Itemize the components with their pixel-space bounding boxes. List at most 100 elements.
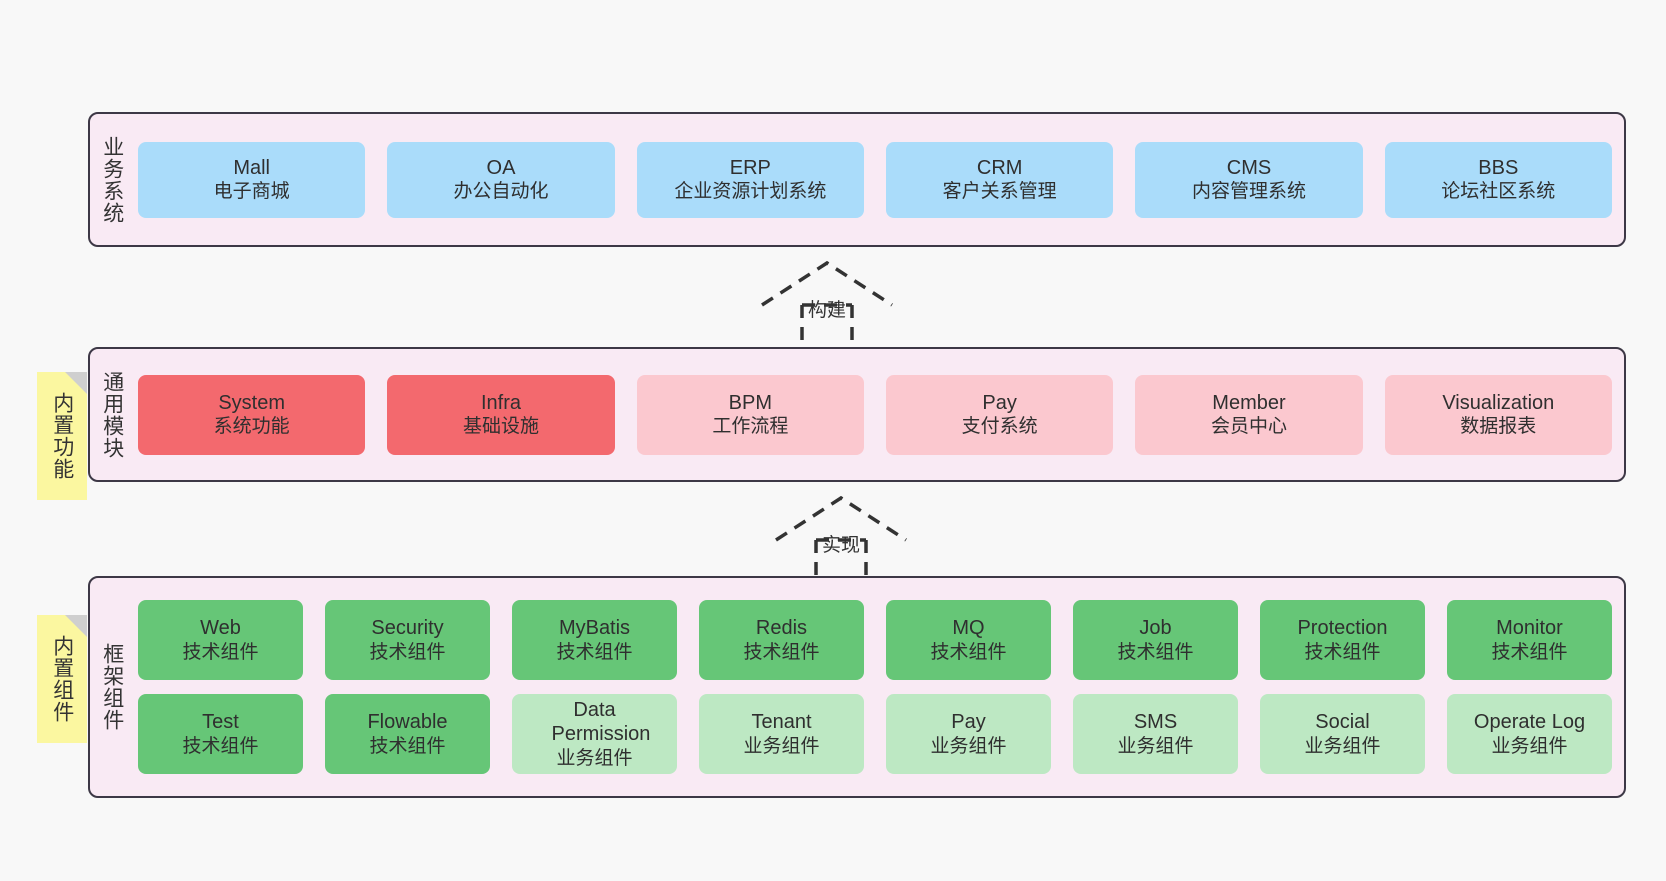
card-row: System 系统功能 Infra 基础设施 BPM 工作流程 Pay 支付系统… — [138, 374, 1612, 455]
card-pay-business[interactable]: Pay 业务组件 — [886, 694, 1051, 774]
card-job[interactable]: Job 技术组件 — [1073, 600, 1238, 680]
card-title: Job — [1139, 617, 1172, 640]
card-subtitle: 论坛社区系统 — [1441, 181, 1556, 203]
connector-implement-label: 实现 — [822, 535, 861, 556]
card-subtitle: 技术组件 — [1117, 641, 1194, 663]
card-title: Monitor — [1496, 617, 1563, 640]
card-subtitle: 技术组件 — [1491, 641, 1568, 663]
card-title: Data Permission — [551, 699, 651, 746]
connector-build-label: 构建 — [808, 300, 847, 321]
card-subtitle: 业务组件 — [1304, 735, 1381, 757]
card-subtitle: 技术组件 — [369, 735, 446, 757]
note-label: 内置功能 — [50, 392, 74, 480]
card-title: Web — [200, 617, 241, 640]
layer-body-framework-components: Web 技术组件 Security 技术组件 MyBatis 技术组件 Redi… — [134, 578, 1624, 796]
card-test[interactable]: Test 技术组件 — [138, 694, 303, 774]
card-subtitle: 业务组件 — [1117, 735, 1194, 757]
card-title: CRM — [976, 156, 1023, 179]
card-crm[interactable]: CRM 客户关系管理 — [885, 141, 1114, 218]
card-title: Security — [371, 617, 444, 640]
card-oa[interactable]: OA 办公自动化 — [387, 141, 615, 218]
card-title: MQ — [952, 617, 985, 640]
note-builtin-components: 内置组件 — [37, 615, 87, 743]
note-label: 内置组件 — [50, 635, 74, 723]
card-subtitle: 客户关系管理 — [942, 181, 1057, 203]
card-subtitle: 内容管理系统 — [1191, 181, 1306, 203]
note-fold-corner-icon — [65, 615, 87, 637]
card-bbs[interactable]: BBS 论坛社区系统 — [1384, 141, 1612, 218]
layer-business-systems: 业务系统 Mall 电子商城 OA 办公自动化 ERP 企业资源计划系统 CRM… — [88, 112, 1626, 247]
card-title: BPM — [728, 391, 772, 414]
card-title: Social — [1315, 711, 1370, 734]
card-title: Infra — [480, 391, 521, 414]
card-subtitle: 会员中心 — [1210, 416, 1287, 438]
card-subtitle: 系统功能 — [213, 416, 290, 438]
card-subtitle: 技术组件 — [182, 735, 259, 757]
card-member[interactable]: Member 会员中心 — [1135, 374, 1363, 455]
card-social[interactable]: Social 业务组件 — [1260, 694, 1425, 774]
card-row: Test 技术组件 Flowable 技术组件 Data Permission … — [138, 694, 1612, 774]
layer-body-business-systems: Mall 电子商城 OA 办公自动化 ERP 企业资源计划系统 CRM 客户关系… — [134, 114, 1624, 245]
note-fold-corner-icon — [65, 372, 87, 394]
card-title: Operate Log — [1473, 711, 1586, 734]
card-mybatis[interactable]: MyBatis 技术组件 — [512, 600, 677, 680]
card-title: Test — [202, 711, 239, 734]
card-title: System — [218, 391, 285, 414]
connector-build: 构建 — [752, 255, 902, 350]
card-monitor[interactable]: Monitor 技术组件 — [1447, 600, 1612, 680]
card-operate-log[interactable]: Operate Log 业务组件 — [1447, 694, 1612, 774]
card-pay[interactable]: Pay 支付系统 — [885, 374, 1114, 455]
card-infra[interactable]: Infra 基础设施 — [387, 374, 615, 455]
card-title: Visualization — [1442, 391, 1555, 414]
card-title: SMS — [1133, 711, 1178, 734]
card-subtitle: 技术组件 — [930, 641, 1007, 663]
connector-implement-svg — [775, 495, 907, 585]
card-subtitle: 业务组件 — [743, 735, 820, 757]
card-data-permission[interactable]: Data Permission 业务组件 — [512, 694, 677, 774]
card-title: OA — [486, 156, 516, 179]
connector-implement: 实现 — [766, 490, 916, 585]
card-web[interactable]: Web 技术组件 — [138, 600, 303, 680]
card-subtitle: 技术组件 — [556, 641, 633, 663]
card-row: Web 技术组件 Security 技术组件 MyBatis 技术组件 Redi… — [138, 600, 1612, 680]
card-erp[interactable]: ERP 企业资源计划系统 — [636, 141, 864, 218]
card-subtitle: 办公自动化 — [453, 181, 549, 203]
card-title: Member — [1212, 391, 1286, 414]
card-title: Pay — [982, 391, 1017, 414]
card-subtitle: 业务组件 — [1491, 735, 1568, 757]
layer-common-modules: 通用模块 System 系统功能 Infra 基础设施 BPM 工作流程 Pay… — [88, 347, 1626, 482]
card-title: ERP — [729, 156, 771, 179]
card-title: Mall — [233, 156, 270, 179]
card-protection[interactable]: Protection 技术组件 — [1260, 600, 1425, 680]
card-title: BBS — [1478, 156, 1519, 179]
card-subtitle: 业务组件 — [930, 735, 1007, 757]
card-flowable[interactable]: Flowable 技术组件 — [325, 694, 490, 774]
card-subtitle: 支付系统 — [961, 416, 1038, 438]
card-security[interactable]: Security 技术组件 — [325, 600, 490, 680]
card-sms[interactable]: SMS 业务组件 — [1073, 694, 1238, 774]
card-subtitle: 技术组件 — [182, 641, 259, 663]
card-cms[interactable]: CMS 内容管理系统 — [1135, 141, 1363, 218]
card-system[interactable]: System 系统功能 — [138, 374, 366, 455]
card-title: Pay — [951, 711, 986, 734]
card-title: Redis — [755, 617, 808, 640]
layer-body-common-modules: System 系统功能 Infra 基础设施 BPM 工作流程 Pay 支付系统… — [134, 349, 1624, 480]
card-subtitle: 数据报表 — [1460, 416, 1537, 438]
card-visualization[interactable]: Visualization 数据报表 — [1384, 374, 1612, 455]
card-title: Tenant — [751, 711, 812, 734]
card-subtitle: 工作流程 — [712, 416, 789, 438]
card-title: MyBatis — [558, 617, 631, 640]
note-builtin-features: 内置功能 — [37, 372, 87, 500]
card-subtitle: 技术组件 — [369, 641, 446, 663]
connector-build-svg — [761, 260, 893, 350]
card-tenant[interactable]: Tenant 业务组件 — [699, 694, 864, 774]
card-subtitle: 企业资源计划系统 — [674, 181, 827, 203]
card-bpm[interactable]: BPM 工作流程 — [636, 374, 864, 455]
card-mall[interactable]: Mall 电子商城 — [138, 141, 366, 218]
card-redis[interactable]: Redis 技术组件 — [699, 600, 864, 680]
card-mq[interactable]: MQ 技术组件 — [886, 600, 1051, 680]
layer-title-framework-components: 框架组件 — [100, 643, 124, 731]
layer-title-common-modules: 通用模块 — [100, 370, 124, 459]
card-subtitle: 基础设施 — [462, 416, 539, 438]
